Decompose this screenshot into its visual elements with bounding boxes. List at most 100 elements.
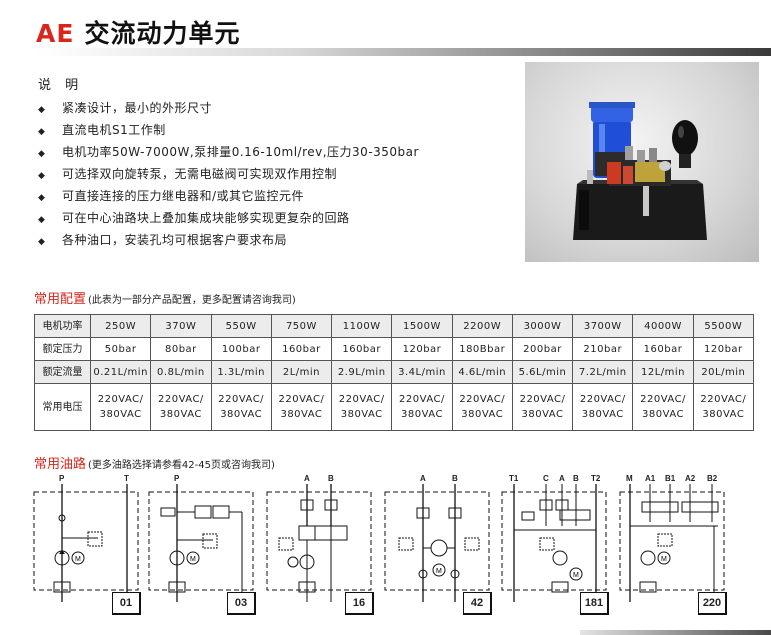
table-row-flow: 额定流量 0.21L/min 0.8L/min 1.3L/min 2L/min … [34, 360, 755, 384]
description-item: ◆可直接连接的压力继电器和/或其它监控元件 [38, 186, 419, 208]
diamond-bullet-icon: ◆ [38, 105, 46, 115]
port-label: C [543, 474, 549, 483]
description-item: ◆紧凑设计，最小的外形尺寸 [38, 98, 419, 120]
table-cell: 4.6L/min [451, 360, 513, 384]
hydraulic-schematic-icon: M [501, 484, 607, 602]
table-cell: 20L/min [692, 360, 755, 384]
table-cell: 4000W [632, 314, 694, 338]
circuit-diagram-181: M T1 C A B T2 181 [500, 474, 609, 615]
table-cell: 7.2L/min [572, 360, 634, 384]
table-cell: 160bar [331, 337, 393, 361]
table-cell: 2L/min [270, 360, 333, 384]
circuit-section-title: 常用油路(更多油路选择请参看42-45页或咨询我司) [34, 457, 275, 472]
table-cell: 1.3L/min [210, 360, 272, 384]
table-cell: 1500W [391, 314, 453, 338]
circuit-number: 03 [227, 592, 256, 615]
circuit-diagram-03: M P 03 [147, 474, 256, 615]
config-section-title: 常用配置(此表为一部分产品配置，更多配置请咨询我司) [34, 292, 296, 307]
table-cell: 550W [210, 314, 272, 338]
table-cell: 220VAC/380VAC [511, 383, 574, 431]
header-gradient-bar [36, 48, 771, 56]
table-cell: 220VAC/380VAC [572, 383, 634, 431]
circuit-number: 42 [463, 592, 492, 615]
table-cell: 220VAC/380VAC [210, 383, 272, 431]
table-cell: 100bar [210, 337, 272, 361]
port-label: B [573, 474, 579, 483]
table-cell: 160bar [270, 337, 333, 361]
circuit-diagrams: M P T 01 M P 03 [32, 474, 762, 617]
diamond-bullet-icon: ◆ [38, 127, 46, 137]
table-cell: 210bar [572, 337, 634, 361]
port-label: P [174, 474, 180, 483]
table-cell: 3000W [511, 314, 574, 338]
table-cell: 1100W [331, 314, 393, 338]
svg-text:M: M [661, 556, 667, 563]
diamond-bullet-icon: ◆ [38, 215, 46, 225]
circuit-number: 181 [580, 592, 609, 615]
svg-text:M: M [75, 556, 81, 563]
table-cell: 220VAC/380VAC [692, 383, 755, 431]
svg-text:M: M [436, 568, 442, 575]
table-cell: 50bar [89, 337, 152, 361]
table-cell: 220VAC/380VAC [451, 383, 513, 431]
svg-text:M: M [573, 572, 579, 579]
table-cell: 0.8L/min [150, 360, 212, 384]
port-label: A [304, 474, 310, 483]
port-label: M [626, 474, 633, 483]
table-row-voltage: 常用电压 220VAC/380VAC 220VAC/380VAC 220VAC/… [34, 383, 755, 431]
description-item: ◆可选择双向旋转泵，无需电磁阀可实现双作用控制 [38, 164, 419, 186]
port-label: T [124, 474, 129, 483]
port-label: T2 [591, 474, 601, 483]
row-header: 常用电压 [34, 383, 91, 431]
product-photo [525, 62, 759, 262]
description-item: ◆电机功率50W-7000W,泵排量0.16-10ml/rev,压力30-350… [38, 142, 419, 164]
table-cell: 2.9L/min [331, 360, 393, 384]
port-label: P [59, 474, 65, 483]
circuit-section-note: (更多油路选择请参看42-45页或咨询我司) [88, 460, 275, 471]
page-title: AE 交流动力单元 [36, 14, 240, 50]
port-label: B1 [665, 474, 676, 483]
circuit-diagram-16: A B 16 [265, 474, 374, 615]
table-cell: 12L/min [632, 360, 694, 384]
product-title: 交流动力单元 [84, 19, 241, 48]
port-label: B2 [707, 474, 718, 483]
port-label: T1 [509, 474, 519, 483]
port-label: B [452, 474, 458, 483]
table-cell: 220VAC/380VAC [391, 383, 453, 431]
description-item: ◆直流电机S1工作制 [38, 120, 419, 142]
table-cell: 0.21L/min [89, 360, 152, 384]
hydraulic-schematic-icon: M [33, 484, 139, 602]
port-label: A2 [685, 474, 696, 483]
diamond-bullet-icon: ◆ [38, 171, 46, 181]
config-section-note: (此表为一部分产品配置，更多配置请咨询我司) [88, 295, 296, 306]
table-cell: 5.6L/min [511, 360, 574, 384]
table-cell: 160bar [632, 337, 694, 361]
table-cell: 220VAC/380VAC [89, 383, 152, 431]
circuit-diagram-220: M M A1 B1 A2 B2 220 [618, 474, 727, 615]
circuit-number: 01 [112, 592, 141, 615]
description-item: ◆各种油口，安装孔均可根据客户要求布局 [38, 230, 419, 252]
description-heading: 说 明 [38, 78, 84, 93]
circuit-diagram-01: M P T 01 [32, 474, 141, 615]
table-cell: 2200W [451, 314, 513, 338]
circuit-number: 16 [345, 592, 374, 615]
table-row-pressure: 额定压力 50bar 80bar 100bar 160bar 160bar 12… [34, 337, 755, 361]
footer-gradient-bar [580, 630, 771, 635]
config-table: 电机功率 250W 370W 550W 750W 1100W 1500W 220… [34, 314, 755, 431]
hydraulic-schematic-icon: M [619, 484, 725, 602]
port-label: A1 [645, 474, 656, 483]
power-unit-illustration [573, 102, 707, 240]
description-item: ◆可在中心油路块上叠加集成块能够实现更复杂的回路 [38, 208, 419, 230]
table-cell: 750W [270, 314, 333, 338]
product-code: AE [36, 19, 75, 48]
row-header: 电机功率 [34, 314, 91, 338]
table-cell: 220VAC/380VAC [331, 383, 393, 431]
hydraulic-schematic-icon: M [384, 484, 490, 602]
description-list: ◆紧凑设计，最小的外形尺寸 ◆直流电机S1工作制 ◆电机功率50W-7000W,… [38, 98, 419, 252]
table-cell: 80bar [150, 337, 212, 361]
table-cell: 220VAC/380VAC [632, 383, 694, 431]
table-cell: 220VAC/380VAC [270, 383, 333, 431]
table-cell: 3700W [572, 314, 634, 338]
diamond-bullet-icon: ◆ [38, 193, 46, 203]
row-header: 额定压力 [34, 337, 91, 361]
